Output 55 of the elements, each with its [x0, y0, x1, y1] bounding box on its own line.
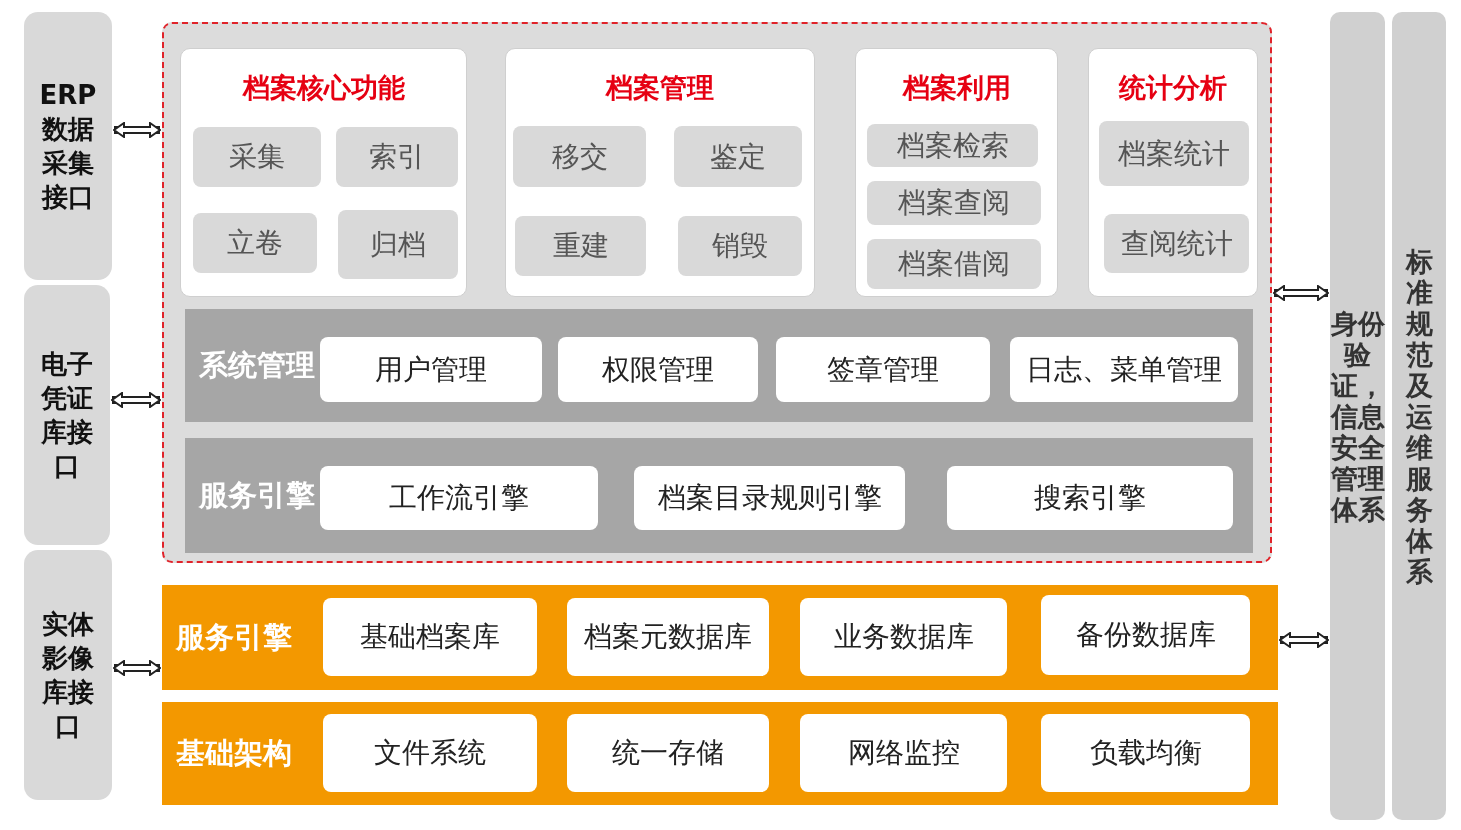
double-arrow — [1279, 632, 1329, 648]
function-box: 鉴定 — [674, 126, 802, 187]
function-box: 销毁 — [678, 216, 802, 276]
component-box: 工作流引擎 — [320, 466, 598, 530]
component-box: 搜索引擎 — [947, 466, 1233, 530]
interface-box: 实体影像库接口 — [24, 550, 112, 800]
system-column: 标准规范及运维服务体系 — [1392, 12, 1446, 820]
function-box: 重建 — [515, 216, 646, 276]
layer-label: 基础架构 — [176, 734, 292, 772]
function-box: 移交 — [513, 126, 646, 187]
layer-label: 服务引擎 — [176, 618, 292, 656]
module-card — [505, 48, 815, 297]
component-box: 负载均衡 — [1041, 714, 1250, 792]
function-box: 档案借阅 — [867, 239, 1041, 289]
function-box: 档案统计 — [1099, 121, 1249, 186]
component-box: 日志、菜单管理 — [1010, 337, 1238, 402]
component-box: 文件系统 — [323, 714, 537, 792]
module-card — [855, 48, 1058, 297]
component-box: 备份数据库 — [1041, 595, 1250, 675]
module-card — [180, 48, 467, 297]
double-arrow — [113, 122, 161, 138]
interface-box: ERP数据采集接口 — [24, 12, 112, 280]
function-box: 档案检索 — [867, 124, 1038, 167]
component-box: 档案目录规则引擎 — [634, 466, 905, 530]
card-heading: 档案管理 — [604, 71, 715, 105]
function-box: 索引 — [336, 127, 458, 187]
card-heading: 档案核心功能 — [241, 71, 406, 105]
function-box: 档案查阅 — [867, 181, 1041, 225]
component-box: 权限管理 — [558, 337, 758, 402]
component-box: 签章管理 — [776, 337, 990, 402]
module-card — [1088, 48, 1258, 297]
dashed-frame — [162, 22, 1272, 563]
component-box: 用户管理 — [320, 337, 542, 402]
double-arrow — [1273, 285, 1329, 301]
layer-band — [162, 585, 1278, 690]
system-column: 身份验证，信息安全管理体系 — [1330, 12, 1385, 820]
double-arrow — [111, 392, 161, 408]
layer-band — [185, 309, 1253, 422]
layer-band — [162, 702, 1278, 805]
component-box: 业务数据库 — [800, 598, 1007, 676]
function-box: 采集 — [193, 127, 321, 187]
function-box: 归档 — [338, 210, 458, 279]
layer-label: 服务引擎 — [199, 476, 315, 514]
component-box: 基础档案库 — [323, 598, 537, 676]
component-box: 档案元数据库 — [567, 598, 769, 676]
layer-band — [185, 438, 1253, 553]
card-heading: 档案利用 — [901, 71, 1012, 105]
component-box: 网络监控 — [800, 714, 1007, 792]
card-heading: 统计分析 — [1117, 71, 1228, 105]
function-box: 查阅统计 — [1104, 214, 1249, 273]
interface-box: 电子凭证库接口 — [24, 285, 110, 545]
function-box: 立卷 — [193, 213, 317, 273]
component-box: 统一存储 — [567, 714, 769, 792]
double-arrow — [113, 660, 161, 676]
layer-label: 系统管理 — [199, 346, 315, 384]
